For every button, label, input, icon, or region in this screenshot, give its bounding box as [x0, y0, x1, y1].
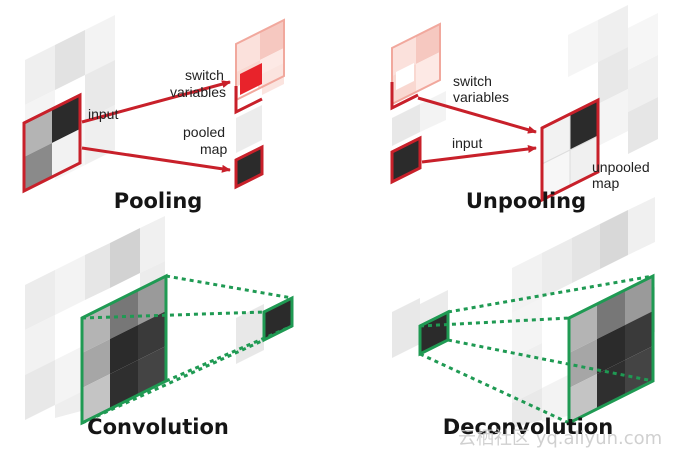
- pooling-pooled-label-1: pooled: [183, 124, 225, 140]
- pooling-input-block: [22, 92, 82, 194]
- convolution-projection-lines: [81, 274, 293, 425]
- pooling-panel: input switch variables pooled map Poolin…: [22, 15, 285, 213]
- arrow-to-pooled: [81, 146, 231, 173]
- pooling-pooled-label-2: map: [200, 141, 227, 157]
- deconvolution-projection-lines: [419, 274, 654, 425]
- unpooling-panel: switch variables input unpooled map Unpo…: [390, 5, 658, 213]
- deconvolution-panel: Deconvolution: [392, 197, 655, 439]
- pooling-input-label: input: [88, 106, 118, 122]
- unpooling-switch-variables: [390, 22, 441, 111]
- pooling-title: Pooling: [114, 189, 203, 213]
- pooling-pooled-map: [234, 105, 264, 190]
- pooling-switch-label-1: switch: [185, 67, 224, 83]
- convolution-input-grid: [25, 216, 165, 420]
- arrow-switch-to-unpooled: [417, 96, 537, 134]
- deconvolution-input-bg: [392, 298, 420, 358]
- convolution-kernel-region: [80, 273, 168, 426]
- arrow-input-to-unpooled: [421, 145, 537, 164]
- unpooling-input-bg: [392, 104, 420, 146]
- pooling-switch-variables: [234, 18, 285, 115]
- pooling-switch-label-2: variables: [170, 84, 226, 100]
- convolution-title: Convolution: [87, 415, 229, 439]
- unpooling-unpooled-label-2: map: [592, 175, 619, 191]
- unpooling-unpooled-map: [540, 97, 600, 203]
- unpooling-output-grid: [568, 5, 658, 154]
- unpooling-input-bg-2: [420, 91, 446, 132]
- deconvolution-output-region: [567, 273, 655, 426]
- unpooling-input-label: input: [452, 135, 482, 151]
- unpooling-switch-label-2: variables: [453, 89, 509, 105]
- convolution-panel: Convolution: [25, 216, 294, 439]
- unpooling-input-block: [390, 135, 422, 185]
- deconvolution-title: Deconvolution: [443, 415, 613, 439]
- unpooling-switch-label-1: switch: [453, 73, 492, 89]
- unpooling-unpooled-label-1: unpooled: [592, 159, 650, 175]
- unpooling-title: Unpooling: [466, 189, 586, 213]
- watermark-text: 云栖社区 yq.aliyun.com: [458, 428, 662, 449]
- arrow-to-switch: [81, 80, 231, 124]
